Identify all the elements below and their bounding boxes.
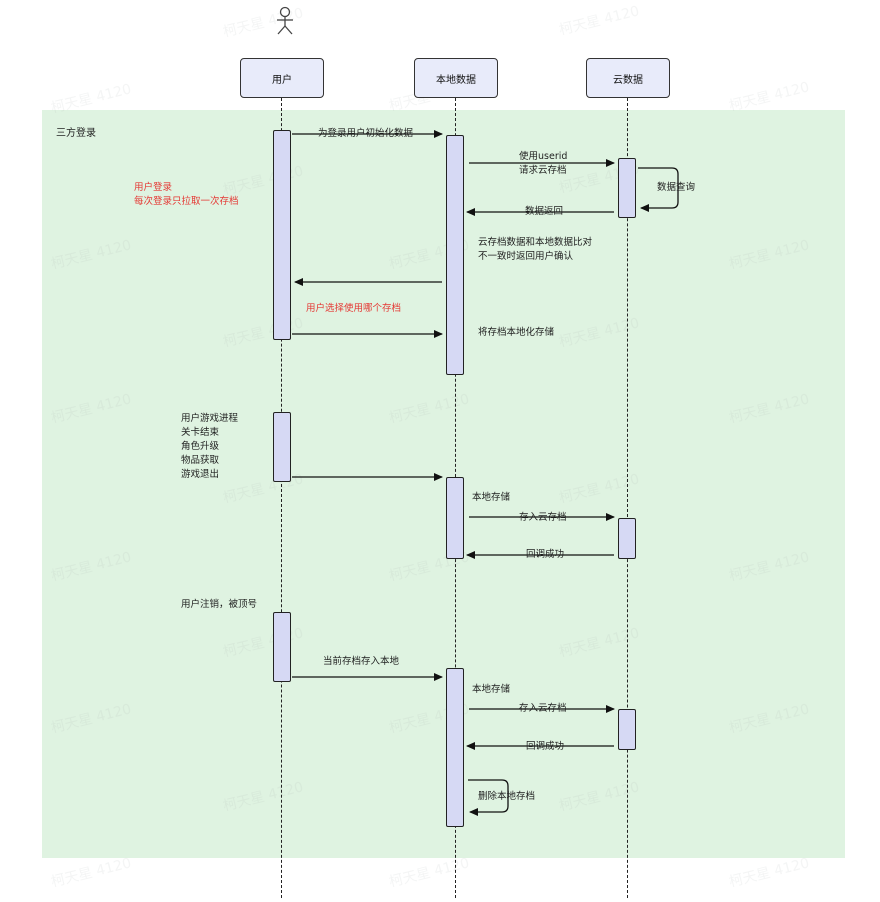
fragment-third-party-login (42, 110, 845, 858)
message-label: 本地存储 (472, 492, 511, 503)
message-label: 使用userid (519, 151, 568, 162)
message-label: 存入云存档 (519, 703, 567, 714)
activation-user (273, 412, 291, 482)
note-progress-item: 角色升级 (181, 441, 220, 452)
note-progress-item: 物品获取 (181, 455, 220, 466)
message-label: 回调成功 (526, 741, 565, 752)
message-label: 本地存储 (472, 684, 511, 695)
activation-cloud-data (618, 709, 636, 750)
message-label: 数据返回 (525, 206, 564, 217)
arrow-delete-local (468, 779, 509, 816)
note-progress-item: 用户游戏进程 (181, 413, 239, 424)
message-label: 存入云存档 (519, 512, 567, 523)
message-label: 回调成功 (526, 549, 565, 560)
message-label: 删除本地存档 (478, 791, 536, 802)
activation-user (273, 612, 291, 682)
note-logout: 用户注销，被顶号 (181, 599, 258, 610)
actor-local-data: 本地数据 (414, 58, 498, 98)
lifeline-cloud-data (627, 98, 628, 898)
message-label: 数据查询 (657, 182, 696, 193)
fragment-title: 三方登录 (56, 128, 96, 139)
activation-cloud-data (618, 158, 636, 218)
message-label: 用户选择使用哪个存档 (306, 303, 402, 314)
note-progress-item: 关卡结束 (181, 427, 220, 438)
actor-cloud-data: 云数据 (586, 58, 670, 98)
activation-local-data (446, 135, 464, 375)
actor-figure-icon (277, 6, 293, 35)
note-progress-item: 游戏退出 (181, 469, 220, 480)
activation-user (273, 130, 291, 340)
activation-cloud-data (618, 518, 636, 559)
activation-local-data (446, 668, 464, 827)
arrow-self-query (638, 167, 679, 212)
note-login: 每次登录只拉取一次存档 (134, 196, 239, 207)
lifeline-user (281, 98, 282, 898)
message-label: 云存档数据和本地数据比对 (478, 237, 593, 248)
message-label: 将存档本地化存储 (478, 327, 555, 338)
message-label: 请求云存档 (519, 165, 567, 176)
actor-user: 用户 (240, 58, 324, 98)
message-label: 为登录用户初始化数据 (318, 128, 414, 139)
message-label: 不一致时返回用户确认 (478, 251, 574, 262)
activation-local-data (446, 477, 464, 559)
note-login: 用户登录 (134, 182, 173, 193)
message-label: 当前存档存入本地 (323, 656, 400, 667)
